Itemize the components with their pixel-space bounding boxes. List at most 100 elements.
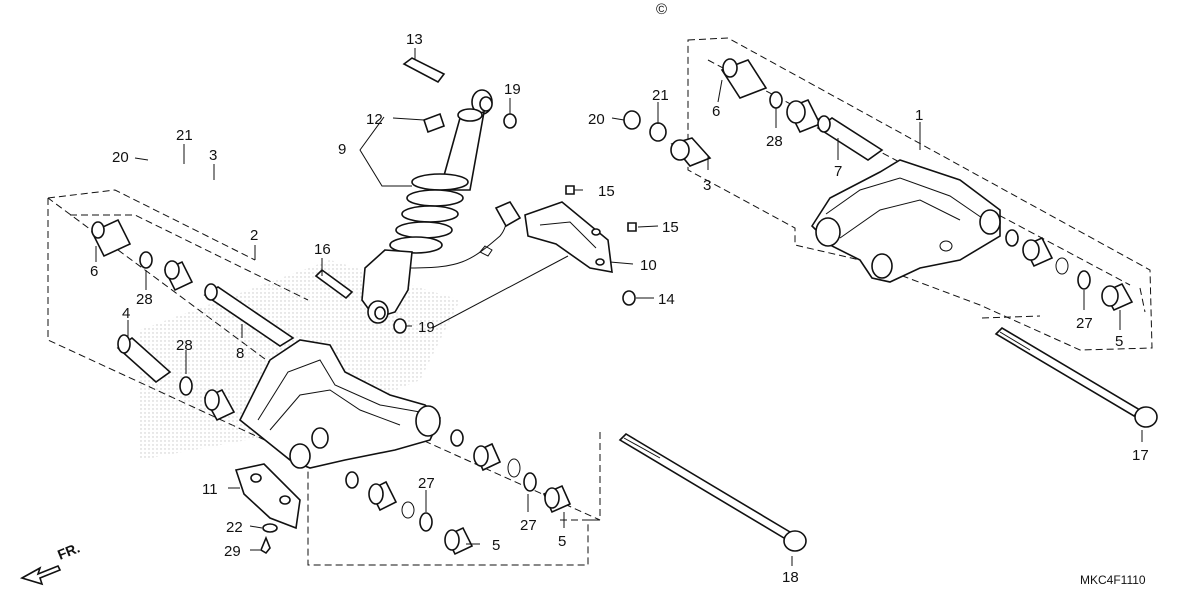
callout-20-left: 20: [112, 149, 129, 166]
shock-lower-body: [361, 249, 413, 324]
part-27-seal-lower-a: [523, 472, 537, 492]
callout-5-lower-b: 5: [492, 537, 500, 554]
part-seal-right-a: [1005, 229, 1019, 247]
part-7-long-collar: [816, 115, 884, 161]
part-5-collar-right: [1101, 282, 1134, 312]
part-bushing-lower-b: [368, 480, 398, 512]
callout-15-upper: 15: [598, 183, 615, 200]
callout-8: 8: [236, 345, 244, 362]
part-13-bolt: [402, 57, 446, 84]
callout-21-right: 21: [652, 87, 669, 104]
callout-5-right: 5: [1115, 333, 1123, 350]
leader-lines: [95, 48, 1143, 566]
callout-17: 17: [1132, 447, 1149, 464]
part-6-collar-right: [720, 58, 768, 99]
part-2-lower-arm: [238, 339, 441, 469]
callout-27-right: 27: [1076, 315, 1093, 332]
part-4-collar: [116, 334, 172, 384]
copyright-mark: ©: [656, 1, 667, 18]
callout-1: 1: [915, 107, 923, 124]
part-15-screw-lower: [627, 222, 637, 232]
callout-10: 10: [640, 257, 657, 274]
callout-12: 12: [366, 111, 383, 128]
sensor-cable-clip: [479, 245, 493, 257]
callout-2: 2: [250, 227, 258, 244]
part-15-screw-upper: [565, 185, 575, 195]
part-21-washer-right: [649, 122, 667, 142]
part-bushing-right-upper: [786, 98, 822, 134]
callout-9: 9: [338, 141, 346, 158]
part-bushing-left: [163, 260, 194, 292]
part-20-nut-right: [623, 110, 641, 130]
callout-6-left: 6: [90, 263, 98, 280]
part-11-guard-plate: [234, 463, 301, 530]
part-circlip-lower-b: [401, 501, 415, 519]
part-circlip-right: [1055, 257, 1069, 275]
sensor-connector: [494, 200, 522, 228]
callout-29: 29: [224, 543, 241, 560]
callout-15-lower: 15: [662, 219, 679, 236]
callout-19-lower: 19: [418, 319, 435, 336]
part-seal-lower-b: [345, 471, 359, 489]
callout-11: 11: [202, 481, 218, 498]
part-10-bracket-group: [431, 185, 637, 329]
part-17-pivot-bolt: [994, 326, 1158, 428]
callout-21-left: 21: [176, 127, 193, 144]
callout-3-right: 3: [703, 177, 711, 194]
callout-5-lower-a: 5: [558, 533, 566, 550]
part-seal-lower-a: [450, 429, 464, 447]
callout-22: 22: [226, 519, 243, 536]
callout-16: 16: [314, 241, 331, 258]
part-12-label: [422, 112, 446, 134]
part-19-nut-lower: [393, 318, 407, 334]
part-3-bushing-right: [670, 137, 712, 167]
callout-28-left-upper: 28: [136, 291, 153, 308]
callout-3-left: 3: [209, 147, 217, 164]
drawing-code: MKC4F1110: [1080, 573, 1146, 587]
part-28-seal-right: [769, 91, 783, 109]
shock-spring: [389, 173, 469, 254]
callout-28-right: 28: [766, 133, 783, 150]
shock-absorber-group: [314, 57, 522, 334]
callout-labels: 1 2 3 3 4 5 5 5 6 6 7 8 9 10 11 12 13 14…: [90, 31, 1149, 586]
part-9-bracket: [359, 116, 412, 187]
part-6-collar-left: [90, 218, 132, 258]
part-bushing-lower-a: [473, 442, 502, 472]
part-5-collar-lower-b: [444, 526, 474, 556]
callout-19-upper: 19: [504, 81, 521, 98]
part-8-long-collar: [203, 283, 295, 347]
callout-18: 18: [782, 569, 799, 586]
part-1-upper-arm: [810, 159, 1001, 283]
front-arrow: FR.: [19, 539, 82, 586]
callout-20-right: 20: [588, 111, 605, 128]
part-10-bracket: [524, 201, 613, 273]
part-28-seal-left-lower: [179, 376, 193, 396]
part-22-washer: [262, 523, 278, 533]
part-9-shock-body: [438, 108, 486, 191]
part-bushing-left-lower: [203, 388, 236, 422]
part-16-bolt: [314, 268, 354, 300]
part-19-nut-upper: [503, 113, 517, 129]
part-29-bolt: [259, 535, 271, 555]
callout-27-lower-a: 27: [520, 517, 537, 534]
part-18-pivot-bolt: [618, 432, 807, 552]
left-assembly-group: [47, 189, 601, 566]
part-27-seal-right: [1077, 270, 1091, 290]
callout-28-left-lower: 28: [176, 337, 193, 354]
callout-27-lower-b: 27: [418, 475, 435, 492]
part-bushing-right-a: [1022, 236, 1054, 268]
part-27-seal-lower-b: [419, 512, 433, 532]
callout-14: 14: [658, 291, 675, 308]
part-28-seal-left-upper: [139, 251, 153, 269]
front-label: FR.: [55, 539, 82, 562]
right-group-outline: [687, 37, 1153, 351]
part-circlip-lower-a: [507, 458, 521, 478]
callout-6-right: 6: [712, 103, 720, 120]
right-assembly-group: [623, 37, 1153, 351]
part-14-nut: [622, 290, 636, 306]
bolt-18-dash: [560, 432, 601, 521]
callout-4: 4: [122, 305, 130, 322]
part-5-collar-lower-a: [542, 484, 572, 514]
callout-13: 13: [406, 31, 423, 48]
